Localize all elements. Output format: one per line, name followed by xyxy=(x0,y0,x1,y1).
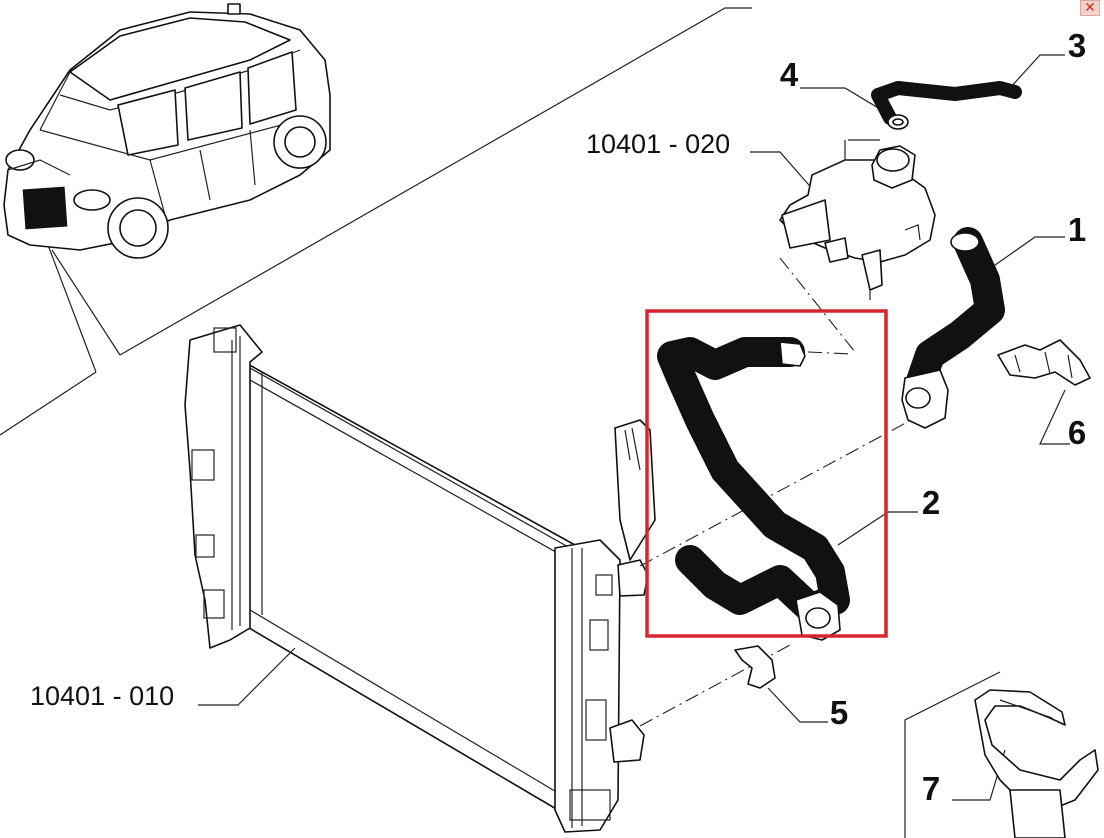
label-expansion-tank-code: 10401 - 020 xyxy=(586,129,730,159)
part-2-hose xyxy=(614,337,850,641)
leader-lines xyxy=(198,54,1070,838)
part-7-clip xyxy=(974,689,1099,838)
part-6-bracket xyxy=(997,339,1091,386)
part-4-clip xyxy=(887,114,909,130)
label-part-6: 6 xyxy=(1068,414,1086,451)
label-part-7: 7 xyxy=(922,770,940,807)
label-part-3: 3 xyxy=(1068,27,1086,64)
label-part-1: 1 xyxy=(1068,211,1086,248)
label-part-5: 5 xyxy=(830,694,848,731)
radiator xyxy=(184,324,649,833)
highlight-box xyxy=(645,309,888,638)
car-illustration xyxy=(3,3,331,259)
part-5-clamp xyxy=(734,645,776,689)
label-radiator-code: 10401 - 010 xyxy=(30,681,174,711)
label-part-2: 2 xyxy=(922,484,940,521)
close-icon[interactable]: ✕ xyxy=(1080,0,1100,16)
part-1-hose xyxy=(901,227,1005,429)
car-callout-lines xyxy=(0,7,752,436)
part-3-small-hose xyxy=(871,81,1022,125)
expansion-tank xyxy=(779,139,936,300)
label-part-4: 4 xyxy=(780,56,799,93)
